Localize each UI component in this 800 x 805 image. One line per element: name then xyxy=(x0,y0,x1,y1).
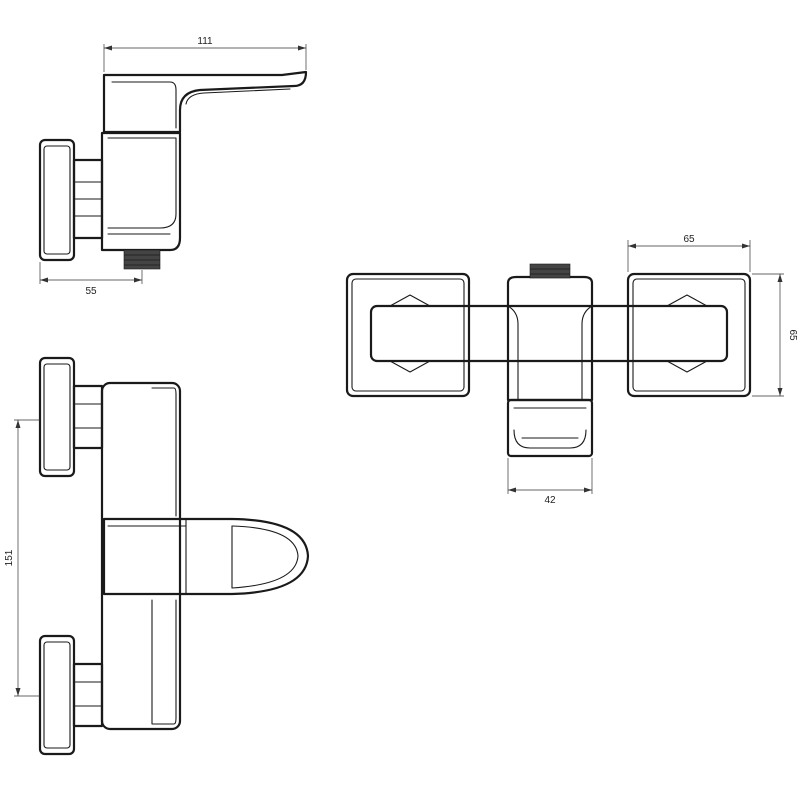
dimension-handle-spacing: 151 xyxy=(4,419,40,697)
dimension-label-111: 111 xyxy=(197,36,213,47)
dimension-side-depth: 55 xyxy=(39,262,143,297)
top-view-thread xyxy=(529,263,571,279)
front-view: 151 xyxy=(4,356,310,756)
top-view-spout xyxy=(506,398,594,458)
dimension-label-42: 42 xyxy=(544,495,556,506)
side-view-lever xyxy=(102,70,308,134)
side-view-knob xyxy=(38,138,76,262)
front-view-spout xyxy=(102,517,310,596)
side-view-thread-outlet xyxy=(123,249,161,270)
dimension-label-151: 151 xyxy=(4,549,15,566)
dimension-label-65-width: 65 xyxy=(683,234,695,245)
side-view: 111 55 xyxy=(38,36,308,297)
front-view-body xyxy=(100,381,182,731)
dimension-label-55: 55 xyxy=(85,286,97,297)
dimension-label-65-depth: 65 xyxy=(787,329,798,341)
top-view-cartridge xyxy=(506,275,594,402)
top-view-body-bar xyxy=(369,304,729,363)
side-view-body xyxy=(100,131,182,252)
top-view: 65 65 42 xyxy=(345,234,798,506)
top-view-left-knob xyxy=(345,272,471,398)
dimension-spout-width: 42 xyxy=(507,458,593,506)
front-view-lower-knob xyxy=(38,634,76,756)
dimension-side-width: 111 xyxy=(103,36,307,72)
top-view-right-knob xyxy=(626,272,752,398)
dimension-knob-depth: 65 xyxy=(752,273,798,397)
front-view-upper-knob xyxy=(38,356,76,478)
dimension-knob-width: 65 xyxy=(627,234,751,272)
